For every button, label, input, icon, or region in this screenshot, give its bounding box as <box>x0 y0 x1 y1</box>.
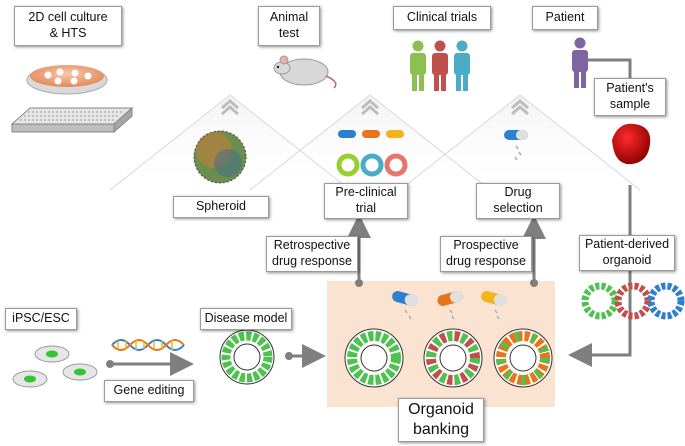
label-ipsc-text: iPSC/ESC <box>12 311 70 326</box>
label-patient-sample-line1: Patient's <box>606 81 654 96</box>
label-gene-editing: Gene editing <box>104 380 194 402</box>
well-plate-icon <box>10 106 134 134</box>
dna-icon <box>111 339 185 351</box>
mouse-icon <box>273 55 337 89</box>
label-disease-model-text: Disease model <box>204 311 288 326</box>
label-preclinical: Pre-clinical trial <box>324 183 408 219</box>
label-patient-derived-line1: Patient-derived <box>584 237 670 252</box>
ipsc-cells-icon <box>12 345 98 388</box>
label-drug-line2: selection <box>493 201 543 215</box>
label-patient-sample: Patient's sample <box>594 78 666 116</box>
label-2d-cell-culture-line2: & HTS <box>49 26 87 40</box>
label-drug-selection: Drug selection <box>476 183 560 219</box>
label-2d-cell-culture-line1: 2D cell culture <box>28 10 108 25</box>
patient-icon <box>572 37 632 88</box>
label-banking-line2: banking <box>412 421 470 438</box>
people-icon <box>410 40 470 91</box>
label-prosp-line2: drug response <box>446 254 526 268</box>
label-gene-editing-text: Gene editing <box>113 383 185 398</box>
connector-dot-4 <box>106 360 114 368</box>
label-prospective: Prospective drug response <box>440 236 532 272</box>
patient-sample-blob <box>612 123 651 165</box>
label-ipsc: iPSC/ESC <box>5 308 77 330</box>
label-drug-line1: Drug <box>504 185 532 200</box>
label-banking-line1: Organoid <box>408 401 474 418</box>
label-patient-derived: Patient-derived organoid <box>579 235 675 271</box>
label-patient: Patient <box>532 6 598 30</box>
label-clinical-text: Clinical trials <box>406 10 478 25</box>
capsules-preclinical <box>336 130 408 177</box>
patient-organoids-icon <box>581 282 685 320</box>
banking-organoid-2 <box>423 328 483 388</box>
label-spheroid: Spheroid <box>173 196 269 218</box>
label-retro-line1: Retrospective <box>273 238 351 253</box>
disease-model-organoid <box>219 329 275 385</box>
connector-dot-2 <box>530 279 538 287</box>
label-preclinical-line2: trial <box>355 201 377 215</box>
capsule-drug-selection <box>504 130 528 161</box>
connector-dot-3 <box>285 352 293 360</box>
label-prosp-line1: Prospective <box>453 238 519 253</box>
label-preclinical-line1: Pre-clinical <box>335 185 397 200</box>
label-2d-cell-culture: 2D cell culture & HTS <box>14 6 122 46</box>
label-retrospective: Retrospective drug response <box>266 236 358 272</box>
label-animal-test: Animal test <box>258 6 320 46</box>
label-animal-line2: test <box>278 26 300 40</box>
label-retro-line2: drug response <box>272 254 352 268</box>
connector-dot-1 <box>355 279 363 287</box>
spheroid-icon <box>193 130 247 184</box>
banking-capsules <box>392 291 507 320</box>
label-animal-line1: Animal <box>269 10 309 25</box>
petri-dish-icon <box>26 65 108 95</box>
label-patient-derived-line2: organoid <box>602 253 652 267</box>
banking-organoid-1 <box>344 328 404 388</box>
label-organoid-banking: Organoid banking <box>398 398 484 442</box>
banking-organoid-3 <box>493 328 553 388</box>
label-spheroid-text: Spheroid <box>195 199 247 214</box>
label-patient-text: Patient <box>545 10 585 25</box>
label-disease-model: Disease model <box>200 308 292 330</box>
label-patient-sample-line2: sample <box>609 97 651 111</box>
label-clinical-trials: Clinical trials <box>393 6 491 30</box>
